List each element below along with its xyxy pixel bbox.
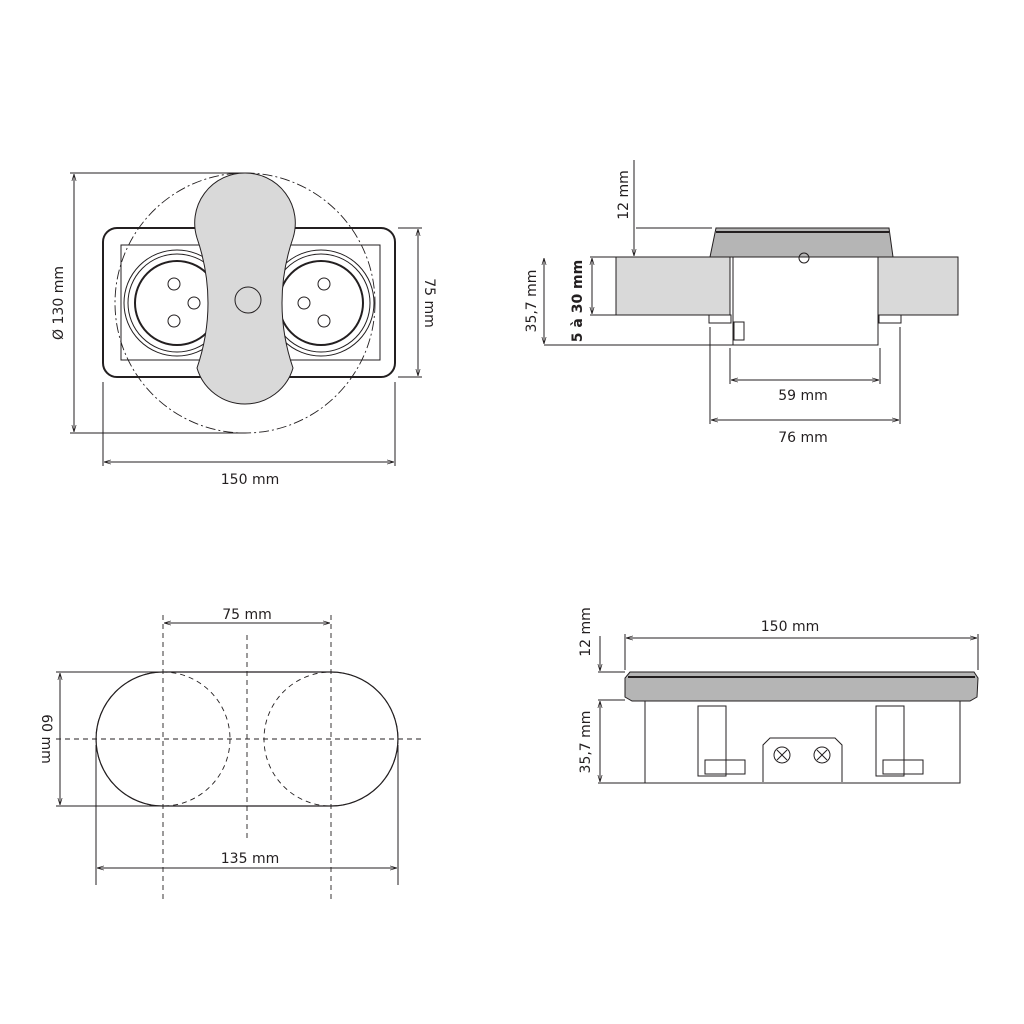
inner-width-label: 59 mm [778,388,828,404]
cutout-view: 75 mm 60 mm 135 mm [38,607,425,900]
wall-right [877,256,959,316]
clamp-right [875,705,924,777]
clamp-left [697,705,746,777]
depth-label: 35,7 mm [524,270,540,333]
cap-label: 12 mm [616,170,632,220]
outer-width-label: 76 mm [778,430,828,446]
cap-label: 12 mm [578,607,594,657]
terminal-block [762,737,843,782]
wall-left [615,256,731,316]
height-label: 75 mm [421,278,437,328]
diameter-label: Ø 130 mm [51,266,67,340]
box-body [732,256,879,346]
cap [709,227,894,258]
screw-icon [773,746,791,764]
lid-shape [194,172,296,405]
box-body [644,700,961,784]
width-label: 135 mm [221,851,279,867]
wall-thickness-label: 5 à 30 mm [570,260,586,342]
top-view: Ø 130 mm 150 mm 75 mm [51,172,437,488]
width-label: 150 mm [761,619,819,635]
height-label: 60 mm [38,714,54,764]
depth-label: 35,7 mm [578,711,594,774]
center-button [234,286,262,314]
screw-icon [813,746,831,764]
spacing-label: 75 mm [222,607,272,623]
side-view: 150 mm 12 mm 35,7 mm [578,607,979,784]
cap [624,671,979,702]
section-view: 12 mm 35,7 mm 5 à 30 mm 59 mm 76 mm [524,160,959,446]
width-label: 150 mm [221,472,279,488]
